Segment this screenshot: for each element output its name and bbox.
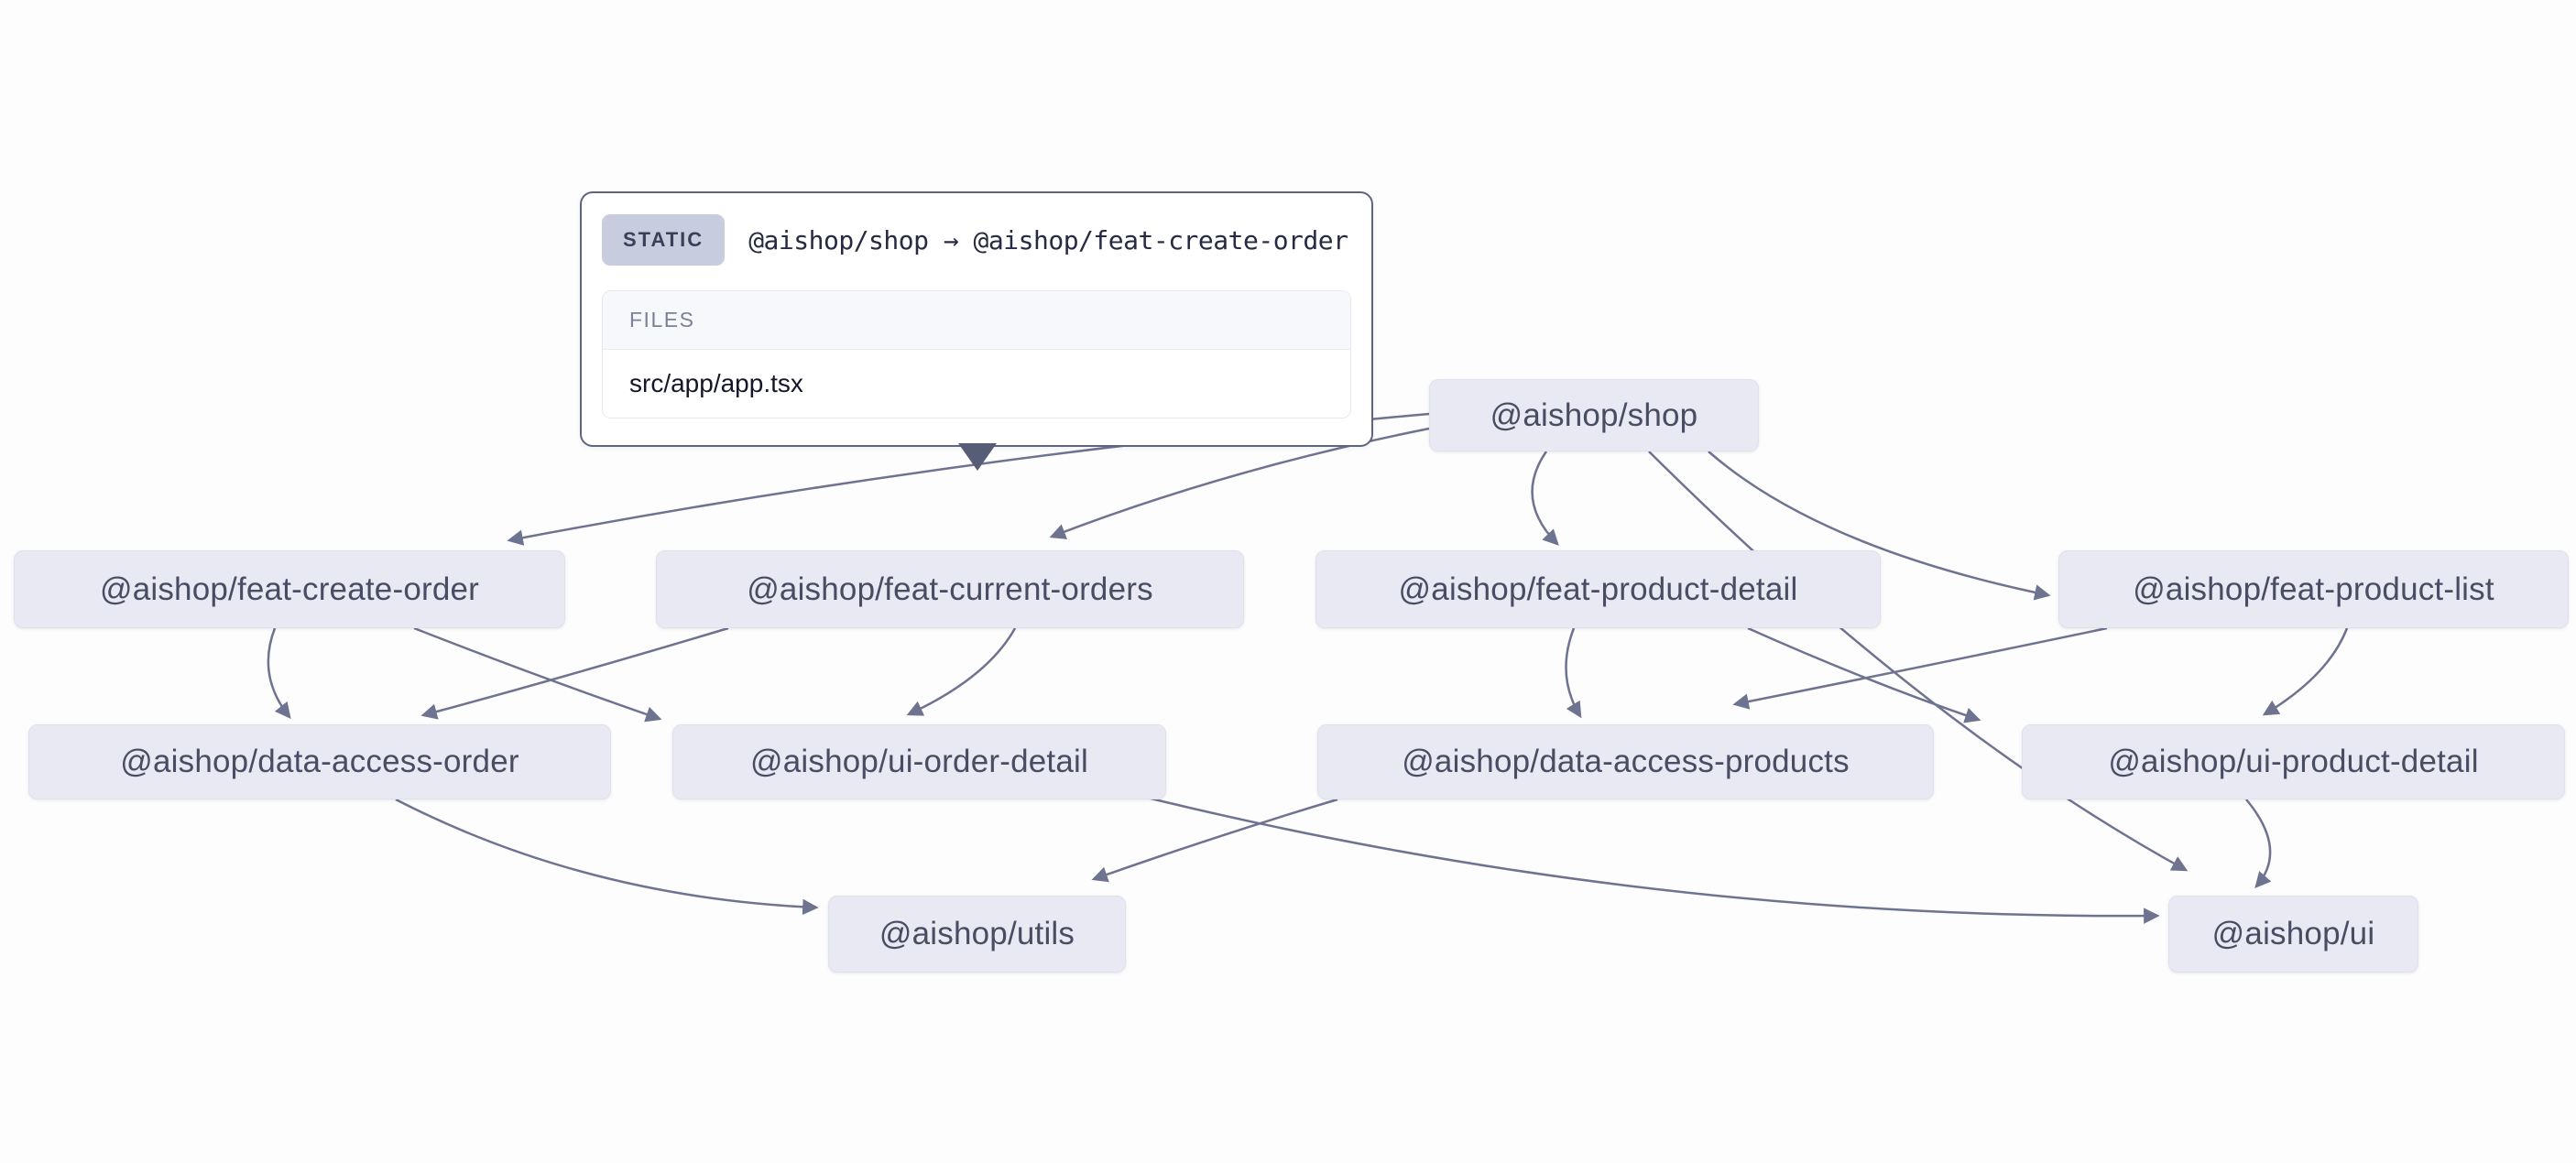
edge-feat-product-list-to-ui-product-detail[interactable] — [2262, 627, 2349, 716]
graph-node-utils[interactable]: @aishop/utils — [828, 896, 1126, 973]
edge-feat-create-order-to-data-access-order[interactable] — [267, 627, 291, 720]
graph-node-feat-product-list[interactable]: @aishop/feat-product-list — [2058, 550, 2569, 628]
graph-node-data-access-order[interactable]: @aishop/data-access-order — [28, 724, 611, 799]
graph-node-feat-create-order[interactable]: @aishop/feat-create-order — [14, 550, 565, 628]
edge-files-header: FILES — [603, 291, 1350, 350]
edge-feat-create-order-to-ui-order-detail[interactable] — [413, 626, 662, 723]
edge-ui-product-detail-to-ui[interactable] — [2245, 799, 2272, 888]
graph-node-data-access-products[interactable]: @aishop/data-access-products — [1317, 724, 1934, 799]
graph-node-ui-product-detail[interactable]: @aishop/ui-product-detail — [2022, 724, 2565, 799]
graph-node-feat-product-detail[interactable]: @aishop/feat-product-detail — [1315, 550, 1881, 628]
edge-feat-current-orders-to-ui-order-detail[interactable] — [906, 627, 1017, 716]
edge-feat-product-detail-to-data-access-products[interactable] — [1565, 627, 1582, 719]
edge-shop-to-feat-product-list[interactable] — [1708, 451, 2051, 601]
edge-tooltip-title: @aishop/shop → @aishop/feat-create-order — [748, 224, 1348, 255]
edge-shop-to-feat-product-detail[interactable] — [1531, 451, 1559, 546]
edge-ui-order-detail-to-ui[interactable] — [1128, 791, 2160, 924]
graph-node-shop[interactable]: @aishop/shop — [1429, 379, 1759, 451]
edge-feat-product-list-to-data-access-products[interactable] — [1732, 626, 2108, 710]
edge-data-access-order-to-utils[interactable] — [395, 798, 819, 916]
edge-file-path: src/app/app.tsx — [603, 350, 1350, 418]
edge-files-panel: FILES src/app/app.tsx — [602, 290, 1351, 418]
edge-shop-to-ui[interactable] — [1648, 451, 2189, 872]
graph-node-feat-current-orders[interactable]: @aishop/feat-current-orders — [656, 550, 1244, 628]
graph-node-ui[interactable]: @aishop/ui — [2168, 896, 2418, 973]
edge-shop-to-feat-current-orders[interactable] — [1049, 427, 1430, 539]
graph-node-ui-order-detail[interactable]: @aishop/ui-order-detail — [672, 724, 1166, 799]
edge-data-access-products-to-utils[interactable] — [1091, 798, 1338, 883]
edge-tooltip: STATIC @aishop/shop → @aishop/feat-creat… — [580, 191, 1373, 447]
edge-feat-product-detail-to-ui-product-detail[interactable] — [1747, 626, 1981, 723]
edge-tooltip-header: STATIC @aishop/shop → @aishop/feat-creat… — [602, 214, 1351, 266]
edge-feat-current-orders-to-data-access-order[interactable] — [420, 626, 729, 720]
tooltip-caret-icon — [958, 443, 997, 471]
edge-type-badge: STATIC — [602, 214, 726, 266]
